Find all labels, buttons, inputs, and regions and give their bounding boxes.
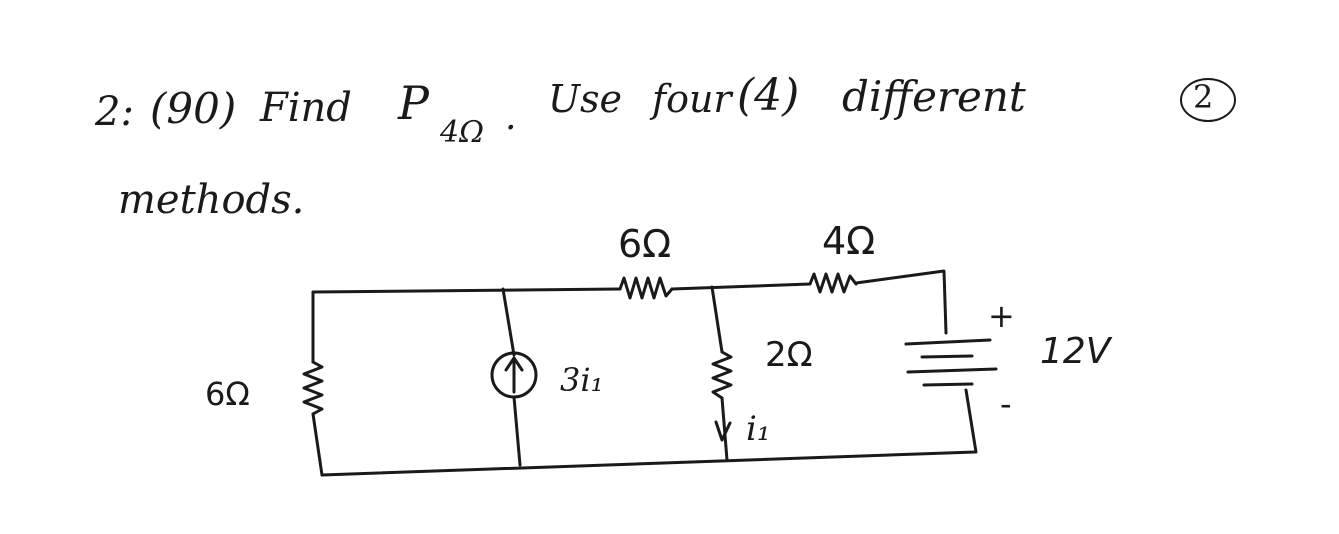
question-word-different: different xyxy=(842,72,1026,121)
current-source-arrow-icon xyxy=(504,356,524,394)
minus-terminal-label: - xyxy=(1000,385,1012,423)
wire-top-left xyxy=(311,287,622,294)
resistor-2ohm-middle xyxy=(711,350,733,400)
sentence-period: . xyxy=(505,97,517,138)
wire-top-right xyxy=(854,269,948,335)
resistor-4ohm-top xyxy=(808,272,858,294)
wire-left-vertical-lower xyxy=(311,412,324,477)
page-number-circle xyxy=(1180,78,1236,122)
wire-source-lower xyxy=(512,395,522,467)
middle-resistor-label: 2Ω xyxy=(765,335,813,375)
battery-long-plate-bottom xyxy=(906,367,998,374)
question-word-use: Use xyxy=(548,77,623,121)
branch-current-label: i₁ xyxy=(746,409,771,449)
left-resistor-label: 6Ω xyxy=(205,375,250,413)
wire-middle-lower xyxy=(720,396,729,462)
wire-battery-lower xyxy=(964,388,978,454)
top-left-resistor-label: 6Ω xyxy=(618,222,672,266)
power-symbol: P xyxy=(398,76,429,130)
resistor-6ohm-top xyxy=(618,276,674,300)
wire-source-upper xyxy=(501,287,516,357)
question-number: 2: xyxy=(95,89,134,135)
current-source-label: 3i₁ xyxy=(560,361,604,399)
question-word-four: four xyxy=(652,77,732,121)
power-subscript: 4Ω xyxy=(440,115,484,150)
battery-short-plate-top xyxy=(920,354,974,359)
plus-terminal-label: + xyxy=(988,297,1015,335)
question-four-numeral: (4) xyxy=(737,70,800,121)
page-number: 2 xyxy=(1193,78,1214,116)
wire-bottom xyxy=(320,450,977,477)
current-arrow-icon xyxy=(714,420,732,442)
battery-long-plate-top xyxy=(904,338,992,346)
wire-top-middle xyxy=(670,282,812,291)
question-points: (90) xyxy=(150,84,237,133)
top-right-resistor-label: 4Ω xyxy=(822,219,876,263)
question-word-find: Find xyxy=(260,85,352,131)
resistor-6ohm-left xyxy=(302,360,324,416)
voltage-source-label: 12V xyxy=(1040,331,1111,372)
question-word-methods: methods. xyxy=(118,177,305,223)
wire-middle-upper xyxy=(710,285,724,354)
battery-short-plate-bottom xyxy=(922,382,974,387)
